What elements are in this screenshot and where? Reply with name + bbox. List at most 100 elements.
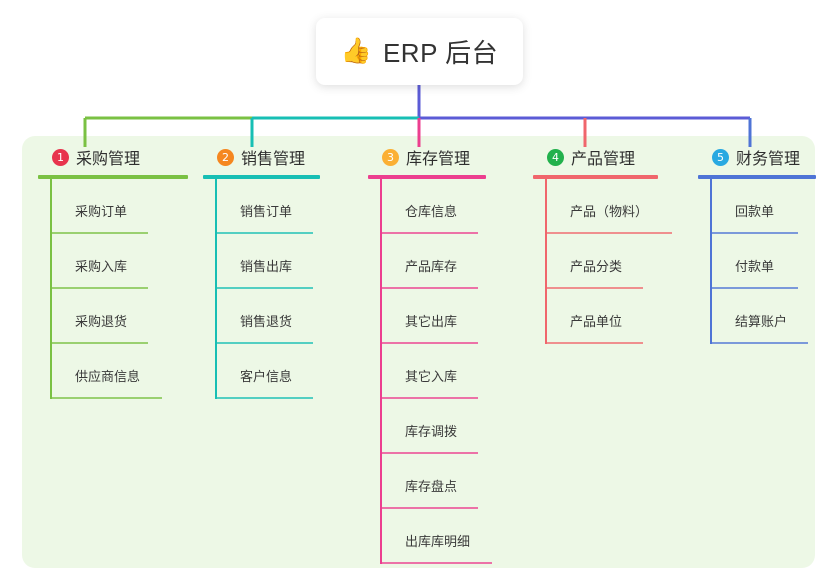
column-title-3: 库存管理 [406,151,471,168]
list-item[interactable]: 供应商信息 [52,344,188,399]
column-badge-5: 5 [712,148,729,166]
list-item-rule [217,342,313,344]
list-item-rule [712,287,798,289]
list-item[interactable]: 采购退货 [52,289,188,344]
column-header-rule-3 [368,175,486,179]
list-item-label: 其它入库 [405,369,458,384]
list-item-label: 销售订单 [240,204,293,219]
list-item-rule [382,397,478,399]
column-title-4: 产品管理 [571,151,636,168]
list-item-label: 库存盘点 [405,479,458,494]
list-item[interactable]: 产品库存 [382,234,486,289]
list-item-rule [217,287,313,289]
list-item-rule [547,287,643,289]
list-item-rule [382,342,478,344]
thumbs-up-icon: 👍 [340,37,372,65]
column-4: 4 产品管理产品（物料） 产品分类产品单位 [533,145,672,344]
column-items-5: 回款单付款单结算账户 [698,179,816,344]
column-badge-4: 4 [547,148,564,166]
column-items-1: 采购订单采购入库采购退货供应商信息 [38,179,188,399]
column-items-2: 销售订单销售出库销售退货客户信息 [203,179,320,399]
list-item-label: 采购退货 [75,314,128,329]
column-header-5[interactable]: 5 财务管理 [698,145,816,169]
column-header-4[interactable]: 4 产品管理 [533,145,658,169]
column-5: 5 财务管理回款单付款单结算账户 [698,145,816,344]
list-item-label: 结算账户 [735,314,788,329]
column-header-2[interactable]: 2 销售管理 [203,145,320,169]
list-item-label: 供应商信息 [75,369,141,384]
column-title-2: 销售管理 [241,151,306,168]
list-item-label: 付款单 [735,259,775,274]
list-item[interactable]: 销售退货 [217,289,320,344]
list-item-rule [547,232,672,234]
list-item[interactable]: 其它入库 [382,344,486,399]
list-item[interactable]: 结算账户 [712,289,816,344]
list-item[interactable]: 库存调拨 [382,399,486,454]
column-items-4: 产品（物料） 产品分类产品单位 [533,179,672,344]
column-spine-4 [545,179,547,344]
column-badge-3: 3 [382,148,399,166]
list-item[interactable]: 采购入库 [52,234,188,289]
list-item[interactable]: 付款单 [712,234,816,289]
diagram-canvas [22,136,815,568]
root-node[interactable]: 👍 ERP 后台 [316,18,523,85]
list-item-rule [547,342,643,344]
list-item-label: 出库库明细 [405,534,471,549]
list-item-rule [712,342,808,344]
list-item[interactable]: 回款单 [712,179,816,234]
column-header-1[interactable]: 1 采购管理 [38,145,188,169]
column-spine-2 [215,179,217,399]
list-item-rule [52,342,148,344]
list-item-rule [217,397,313,399]
list-item-rule [52,232,148,234]
column-2: 2 销售管理销售订单销售出库销售退货客户信息 [203,145,320,399]
column-header-rule-2 [203,175,320,179]
column-badge-1: 1 [52,148,69,166]
root-title: ERP 后台 [382,38,499,68]
column-items-3: 仓库信息产品库存其它出库其它入库库存调拨库存盘点出库库明细 [368,179,492,564]
list-item-rule [52,287,148,289]
list-item[interactable]: 销售订单 [217,179,320,234]
list-item[interactable]: 销售出库 [217,234,320,289]
list-item-label: 其它出库 [405,314,458,329]
column-title-5: 财务管理 [736,151,801,168]
list-item[interactable]: 库存盘点 [382,454,486,509]
list-item-rule [382,287,478,289]
list-item-label: 回款单 [735,204,775,219]
list-item-label: 客户信息 [240,369,293,384]
list-item-rule [382,507,478,509]
list-item-label: 采购订单 [75,204,128,219]
list-item-label: 销售出库 [240,259,293,274]
column-header-rule-1 [38,175,188,179]
list-item[interactable]: 产品分类 [547,234,658,289]
column-header-rule-5 [698,175,816,179]
column-spine-1 [50,179,52,399]
list-item-rule [382,452,478,454]
list-item[interactable]: 出库库明细 [382,509,492,564]
list-item[interactable]: 产品单位 [547,289,658,344]
list-item-rule [382,562,492,564]
list-item-label: 仓库信息 [405,204,458,219]
column-3: 3 库存管理仓库信息产品库存其它出库其它入库库存调拨库存盘点出库库明细 [368,145,492,564]
list-item[interactable]: 客户信息 [217,344,320,399]
column-title-1: 采购管理 [76,151,141,168]
list-item[interactable]: 仓库信息 [382,179,486,234]
list-item-label: 产品库存 [405,259,458,274]
list-item-rule [52,397,162,399]
column-header-3[interactable]: 3 库存管理 [368,145,486,169]
column-badge-2: 2 [217,148,234,166]
list-item[interactable]: 产品（物料） [547,179,672,234]
list-item-label: 产品（物料） [570,204,649,219]
list-item-rule [382,232,478,234]
list-item-label: 库存调拨 [405,424,458,439]
list-item-label: 采购入库 [75,259,128,274]
column-spine-5 [710,179,712,344]
list-item-label: 产品分类 [570,259,623,274]
column-spine-3 [380,179,382,564]
list-item-label: 产品单位 [570,314,623,329]
column-1: 1 采购管理采购订单采购入库采购退货供应商信息 [38,145,188,399]
column-header-rule-4 [533,175,658,179]
list-item[interactable]: 其它出库 [382,289,486,344]
list-item[interactable]: 采购订单 [52,179,188,234]
list-item-rule [712,232,798,234]
